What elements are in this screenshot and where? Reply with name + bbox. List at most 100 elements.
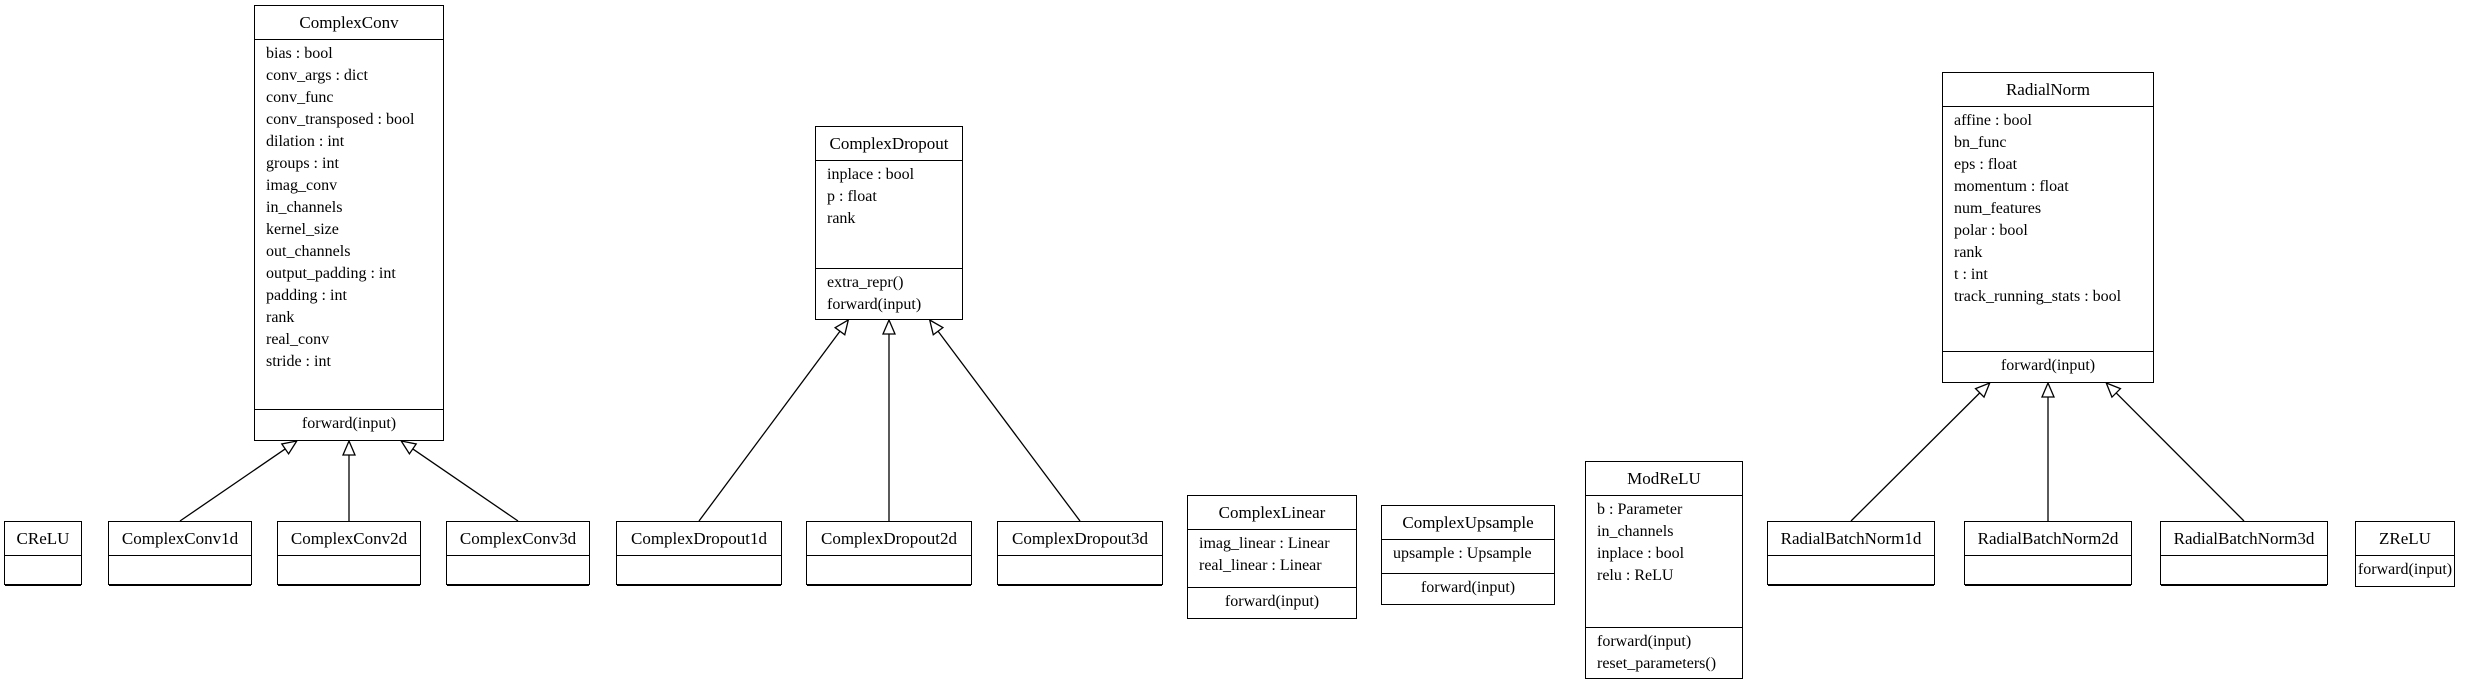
attribute: affine : bool (1954, 112, 2032, 129)
class-box-complex-conv1d: ComplexConv1d (108, 521, 252, 586)
attributes-section (1965, 556, 2131, 586)
attribute: upsample : Upsample (1393, 545, 1532, 562)
attribute: num_features (1954, 200, 2042, 217)
inheritance-line-radial-batch-norm3d (2115, 392, 2245, 522)
inheritance-arrowhead-complex-dropout2d (882, 318, 896, 335)
attributes-section (447, 556, 589, 586)
class-box-complex-conv3d: ComplexConv3d (446, 521, 590, 586)
inheritance-line-complex-conv3d (412, 448, 519, 522)
method: forward(input) (827, 296, 922, 313)
inheritance-line-radial-batch-norm1d (1850, 392, 1981, 522)
methods-section: forward(input) (2356, 556, 2454, 588)
class-name: ModReLU (1586, 462, 1742, 496)
attribute: track_running_stats : bool (1954, 288, 2122, 305)
inheritance-line-complex-dropout3d (937, 330, 1081, 522)
class-name: ComplexDropout (816, 127, 962, 161)
class-box-cre-lu: CReLU (4, 521, 82, 586)
attribute: conv_transposed : bool (266, 111, 415, 128)
class-name: CReLU (5, 522, 81, 556)
inheritance-arrowhead-complex-dropout1d (833, 318, 850, 336)
class-box-complex-dropout2d: ComplexDropout2d (806, 521, 972, 586)
inheritance-arrowhead-radial-batch-norm2d (2041, 381, 2055, 398)
method: forward(input) (2357, 561, 2453, 578)
class-name: RadialBatchNorm3d (2161, 522, 2327, 556)
attribute: in_channels (1597, 523, 1674, 540)
inheritance-arrowhead-complex-conv3d (399, 440, 418, 456)
class-name: ComplexConv (255, 6, 443, 40)
method: extra_repr() (827, 274, 904, 291)
inheritance-arrowhead-complex-conv1d (280, 440, 299, 456)
method: forward(input) (2000, 357, 2096, 374)
class-name: ComplexConv3d (447, 522, 589, 556)
attribute: imag_conv (266, 177, 338, 194)
attribute: output_padding : int (266, 265, 396, 282)
attributes-section (807, 556, 971, 586)
inheritance-edges (179, 318, 2245, 522)
class-name: ComplexUpsample (1382, 506, 1554, 540)
attribute: imag_linear : Linear (1199, 535, 1330, 552)
inheritance-line-complex-dropout1d (698, 330, 841, 522)
attribute: real_conv (266, 331, 330, 348)
class-name: ComplexDropout1d (617, 522, 781, 556)
inheritance-arrowhead-radial-batch-norm3d (2105, 381, 2122, 399)
method: forward(input) (301, 415, 397, 432)
methods-section: forward(input) (255, 410, 443, 442)
inheritance-arrowhead-complex-dropout3d (928, 318, 945, 336)
class-name: ComplexLinear (1188, 496, 1356, 530)
attribute: kernel_size (266, 221, 339, 238)
attribute: relu : ReLU (1597, 567, 1674, 584)
class-box-complex-upsample: ComplexUpsample upsample : Upsample forwar… (1381, 505, 1555, 605)
class-name: ComplexDropout2d (807, 522, 971, 556)
methods-section: forward(input) (1188, 588, 1356, 620)
class-box-zre-lu: ZReLU forward(input) (2355, 521, 2455, 587)
attributes-section (617, 556, 781, 586)
class-name: ComplexConv1d (109, 522, 251, 556)
class-box-complex-conv2d: ComplexConv2d (277, 521, 421, 586)
class-box-radial-batch-norm3d: RadialBatchNorm3d (2160, 521, 2328, 586)
attribute: bias : bool (266, 45, 333, 62)
inheritance-arrowhead-radial-batch-norm1d (1974, 381, 1991, 399)
class-name: ComplexDropout3d (998, 522, 1162, 556)
attributes-section (109, 556, 251, 586)
attribute: rank (266, 309, 295, 326)
attribute: bn_func (1954, 134, 2007, 151)
attributes-section (2161, 556, 2327, 586)
attribute: eps : float (1954, 156, 2018, 173)
methods-section: forward(input) (1382, 574, 1554, 606)
class-name: RadialBatchNorm2d (1965, 522, 2131, 556)
attribute: out_channels (266, 243, 351, 260)
class-name: RadialBatchNorm1d (1768, 522, 1934, 556)
attribute: conv_func (266, 89, 334, 106)
class-box-radial-batch-norm2d: RadialBatchNorm2d (1964, 521, 2132, 586)
attribute: dilation : int (266, 133, 345, 150)
attribute: conv_args : dict (266, 67, 368, 84)
class-name: ZReLU (2356, 522, 2454, 556)
attribute: groups : int (266, 155, 339, 172)
attribute: padding : int (266, 287, 347, 304)
attribute: p : float (827, 188, 877, 205)
inheritance-arrowhead-complex-conv2d (342, 439, 356, 456)
attributes-section (5, 556, 81, 586)
attributes-section: upsample : Upsample (1382, 540, 1554, 574)
method: forward(input) (1224, 593, 1320, 610)
attribute: polar : bool (1954, 222, 2028, 239)
methods-section: extra_repr() forward(input) (816, 269, 962, 321)
methods-section: forward(input) (1943, 352, 2153, 384)
class-box-complex-dropout3d: ComplexDropout3d (997, 521, 1163, 586)
method: reset_parameters() (1597, 655, 1717, 672)
methods-section: forward(input)reset_parameters() (1586, 628, 1742, 680)
class-name: ComplexConv2d (278, 522, 420, 556)
inheritance-line-complex-conv1d (179, 448, 286, 522)
attribute: b : Parameter (1597, 501, 1683, 518)
class-box-radial-batch-norm1d: RadialBatchNorm1d (1767, 521, 1935, 586)
class-name: RadialNorm (1943, 73, 2153, 107)
attribute: t : int (1954, 266, 1988, 283)
